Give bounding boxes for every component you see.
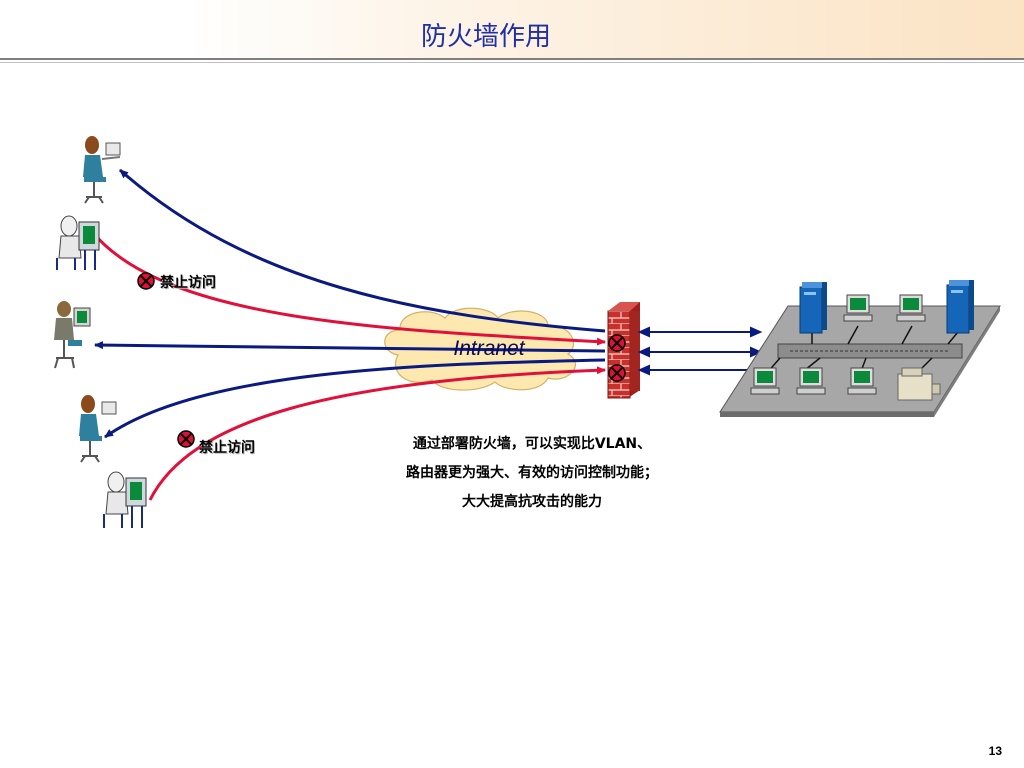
server-icon <box>946 280 974 334</box>
workstation-icon <box>896 294 926 322</box>
description-line: 通过部署防火墙，可以实现比VLAN、 <box>412 436 652 452</box>
workstation-icon <box>847 367 877 395</box>
firewall-deny-icon <box>608 364 626 382</box>
deny-icon <box>137 272 155 290</box>
connection-lines <box>93 168 606 501</box>
allowed-line-user3 <box>94 341 606 353</box>
workstation-icon <box>843 294 873 322</box>
page-title: 防火墙作用 <box>420 22 551 52</box>
description-line: 路由器更为强大、有效的访问控制功能； <box>406 465 658 481</box>
header-divider-thin <box>0 62 1024 63</box>
user-man-icon <box>54 301 91 369</box>
description-text: 通过部署防火墙，可以实现比VLAN、 路由器更为强大、有效的访问控制功能； 大大… <box>352 430 712 517</box>
header-banner <box>0 0 1024 58</box>
deny-icon <box>177 430 195 448</box>
description-line: 大大提高抗攻击的能力 <box>462 494 602 510</box>
user-woman-icon <box>83 136 121 204</box>
firewall-deny-icon <box>608 334 626 352</box>
allowed-line-user4 <box>104 358 606 439</box>
workstation-icon <box>750 367 780 395</box>
printer-icon <box>897 367 941 401</box>
workstation-icon <box>796 367 826 395</box>
allowed-line-user1 <box>119 168 606 333</box>
deny-label: 禁止访问 <box>160 275 216 291</box>
server-icon <box>799 282 827 334</box>
firewall-lan-arrows <box>637 326 763 376</box>
intranet-label: Intranet <box>453 337 525 360</box>
denied-line-user5 <box>148 366 606 501</box>
user-woman-icon <box>79 395 117 463</box>
user-man-icon <box>56 215 100 270</box>
header-divider <box>0 58 1024 60</box>
deny-label: 禁止访问 <box>199 440 255 456</box>
user-man-icon <box>103 471 147 528</box>
denied-line-user2 <box>93 234 606 346</box>
page-number: 13 <box>988 744 1002 758</box>
